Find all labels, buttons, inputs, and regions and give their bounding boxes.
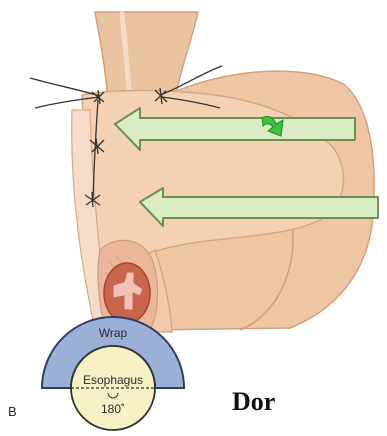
panel-letter: B: [8, 404, 17, 419]
procedure-title: Dor: [232, 387, 275, 416]
anatomy-illustration: [30, 12, 378, 332]
wrap-schematic: Wrap Esophagus 180˚: [42, 317, 184, 430]
angle-label: 180˚: [101, 402, 125, 416]
wrap-label: Wrap: [99, 326, 128, 340]
esophagus-label: Esophagus: [83, 373, 143, 387]
suture-thread-left: [30, 78, 100, 96]
